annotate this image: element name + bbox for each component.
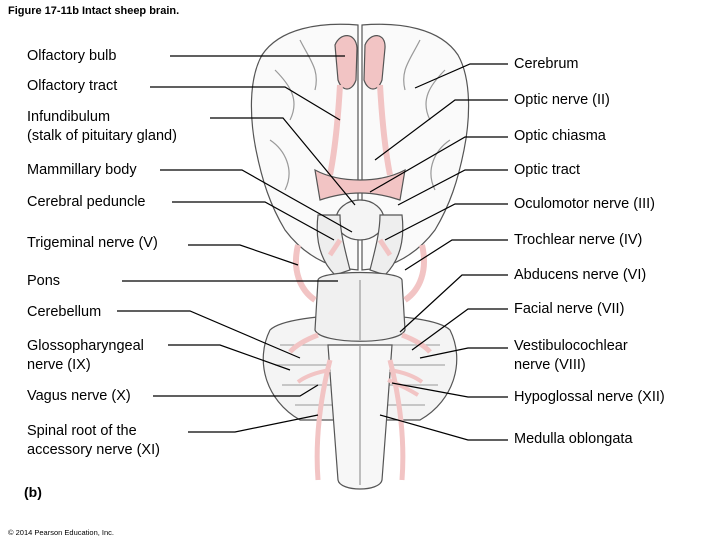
optic-chiasma — [314, 168, 406, 201]
leader-cerebrum — [414, 63, 508, 89]
label-olfactory-bulb: Olfactory bulb — [27, 48, 117, 64]
leader-infundibulum — [210, 117, 356, 206]
hypoglossal-nerve-right — [387, 378, 420, 397]
olfactory-bulb-right — [363, 35, 386, 90]
leader-abducens-nerve — [399, 274, 508, 333]
vagus-nerve-left — [296, 368, 331, 384]
label-infundibulum-line2: (stalk of pituitary gland) — [27, 128, 177, 144]
leader-trochlear-nerve — [404, 239, 508, 271]
leader-spinal-accessory — [188, 414, 319, 433]
label-vestibulocochlear-nerve: Vestibulocochlear nerve (VIII) — [514, 337, 628, 375]
leader-oculomotor-nerve — [384, 203, 508, 241]
label-spinal-accessory-nerve: Spinal root of the accessory nerve (XI) — [27, 422, 160, 460]
label-glossopharyngeal-nerve: Glossopharyngeal nerve (IX) — [27, 337, 144, 375]
oculomotor-nerve-right — [377, 238, 393, 257]
label-oculomotor-nerve: Oculomotor nerve (III) — [514, 196, 656, 212]
leader-cerebral-peduncle — [172, 201, 335, 241]
oculomotor-nerve-left — [327, 238, 343, 257]
leader-vestibulocochlear — [419, 347, 508, 359]
leader-optic-chiasma — [369, 136, 508, 193]
label-olfactory-tract: Olfactory tract — [27, 78, 118, 94]
label-vestibulocochlear-line2: nerve (VIII) — [514, 357, 586, 373]
label-cerebral-peduncle: Cerebral peduncle — [27, 194, 146, 210]
leader-vagus-nerve — [153, 384, 319, 397]
label-optic-chiasma: Optic chiasma — [514, 128, 606, 144]
trigeminal-nerve-left — [293, 244, 317, 303]
olfactory-tract-left — [327, 84, 343, 176]
figure-title: Figure 17-11b Intact sheep brain. — [8, 5, 180, 17]
leader-medulla-oblongata — [379, 414, 508, 441]
accessory-nerve-right — [387, 359, 406, 481]
leader-glossopharyngeal — [168, 344, 291, 371]
label-abducens-nerve: Abducens nerve (VI) — [514, 267, 647, 283]
cerebral-peduncle-right — [369, 214, 404, 276]
label-medulla-oblongata: Medulla oblongata — [514, 431, 633, 447]
facial-nerve-left — [288, 332, 319, 354]
label-cerebellum: Cerebellum — [27, 304, 102, 320]
accessory-nerve-left — [314, 359, 333, 481]
copyright-notice: © 2014 Pearson Education, Inc. — [8, 528, 115, 537]
label-trigeminal-nerve: Trigeminal nerve (V) — [27, 235, 158, 251]
label-trochlear-nerve: Trochlear nerve (IV) — [514, 232, 643, 248]
leader-optic-nerve — [374, 99, 508, 161]
label-optic-tract: Optic tract — [514, 162, 581, 178]
label-spinal-accessory-line1: Spinal root of the — [27, 423, 137, 439]
label-infundibulum: Infundibulum (stalk of pituitary gland) — [27, 108, 177, 146]
label-facial-nerve: Facial nerve (VII) — [514, 301, 625, 317]
leader-cerebellum — [117, 310, 301, 359]
cerebral-peduncle-left — [316, 214, 351, 276]
leader-trigeminal-nerve — [188, 244, 299, 266]
olfactory-bulb-left — [334, 35, 358, 90]
panel-label: (b) — [24, 484, 42, 500]
leader-facial-nerve — [411, 308, 508, 351]
label-hypoglossal-nerve: Hypoglossal nerve (XII) — [514, 389, 665, 405]
brain-drawing — [250, 23, 470, 490]
leader-optic-tract — [397, 169, 508, 206]
label-pons: Pons — [27, 273, 61, 289]
label-vestibulocochlear-line1: Vestibulocochlear — [514, 338, 628, 354]
label-optic-nerve: Optic nerve (II) — [514, 92, 610, 108]
trigeminal-nerve-right — [403, 244, 427, 303]
olfactory-tract-right — [377, 84, 393, 176]
label-vagus-nerve: Vagus nerve (X) — [27, 388, 131, 404]
leader-hypoglossal-nerve — [391, 382, 508, 398]
label-infundibulum-line1: Infundibulum — [27, 109, 111, 125]
facial-nerve-right — [401, 332, 432, 354]
vagus-nerve-right — [389, 368, 424, 384]
infundibulum — [335, 199, 385, 241]
cerebrum-right-hemisphere — [361, 23, 470, 271]
leader-lines — [117, 55, 508, 441]
label-mammillary-body: Mammillary body — [27, 162, 137, 178]
label-spinal-accessory-line2: accessory nerve (XI) — [27, 442, 160, 458]
leader-mammillary-body — [160, 169, 353, 233]
label-cerebrum: Cerebrum — [514, 56, 579, 72]
label-glossopharyngeal-line2: nerve (IX) — [27, 357, 91, 373]
leader-olfactory-tract — [150, 86, 341, 121]
label-glossopharyngeal-line1: Glossopharyngeal — [27, 338, 144, 354]
